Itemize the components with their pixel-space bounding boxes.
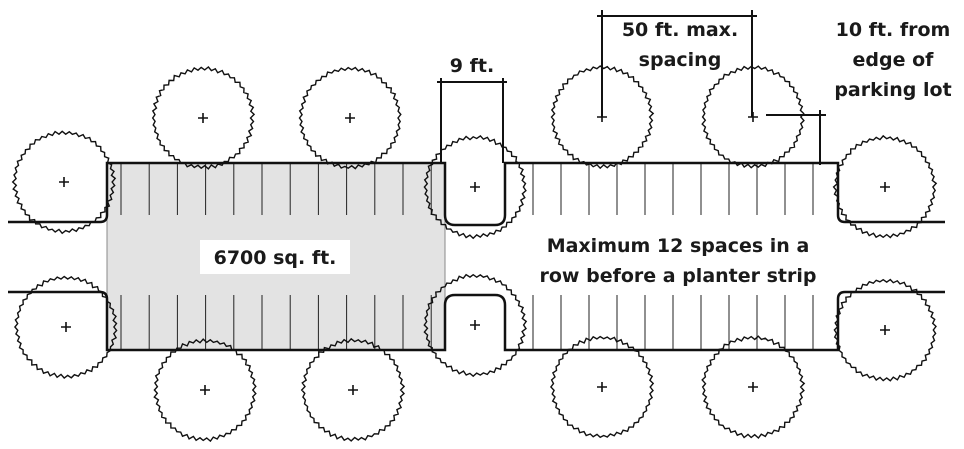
tree-center-icon [880, 325, 890, 335]
tree-canopy [298, 66, 402, 170]
tree [549, 335, 655, 439]
lot-edge-bottom [8, 290, 945, 352]
tree [13, 275, 118, 379]
tree [423, 273, 528, 378]
tree [298, 66, 402, 170]
tree-center-icon [748, 382, 758, 392]
tree-canopy [701, 335, 806, 440]
dimension-9ft [437, 78, 507, 163]
tree-canopy [550, 65, 655, 170]
tree [833, 278, 937, 382]
tree-center-icon [59, 177, 69, 187]
label-max-spaces-2: row before a planter strip [540, 265, 817, 287]
tree-canopy [549, 335, 655, 439]
trees [11, 65, 938, 443]
tree [701, 65, 805, 169]
dimension-50ft [597, 10, 757, 117]
label-9ft: 9 ft. [450, 55, 494, 77]
tree-center-icon [348, 385, 358, 395]
tree [151, 66, 256, 170]
max-spaces-label-bg [528, 228, 828, 290]
tree-canopy [423, 134, 527, 240]
label-10ft-3: parking lot [834, 79, 951, 101]
tree-center-icon [345, 113, 355, 123]
tree [153, 338, 257, 443]
lot-edge-top [8, 161, 945, 227]
tree [832, 134, 938, 239]
label-area: 6700 sq. ft. [214, 247, 337, 269]
tree [701, 335, 806, 440]
tree-center-icon [597, 382, 607, 392]
tree-canopy [300, 337, 406, 442]
tree-canopy [423, 273, 528, 378]
tree-canopy [701, 65, 805, 169]
tree-canopy [833, 278, 937, 382]
tree-canopy [11, 130, 117, 235]
tree-center-icon [198, 113, 208, 123]
tree [300, 337, 406, 442]
label-10ft-1: 10 ft. from [836, 19, 951, 41]
tree-canopy [153, 338, 257, 443]
tree-center-icon [470, 320, 480, 330]
label-10ft-2: edge of [853, 49, 935, 71]
tree [11, 130, 117, 235]
label-max-spaces-1: Maximum 12 spaces in a [547, 235, 810, 257]
dimension-10ft [766, 110, 826, 165]
tree-canopy [151, 66, 256, 170]
label-50ft-1: 50 ft. max. [622, 19, 738, 41]
tree-canopy [13, 275, 118, 379]
tree-center-icon [200, 385, 210, 395]
label-50ft-2: spacing [639, 49, 722, 71]
tree-center-icon [880, 182, 890, 192]
tree-canopy [832, 134, 938, 239]
area-label-bg [200, 240, 350, 274]
tree [423, 134, 527, 240]
tree-center-icon [470, 182, 480, 192]
tree-center-icon [61, 322, 71, 332]
parking-stalls [120, 163, 814, 350]
